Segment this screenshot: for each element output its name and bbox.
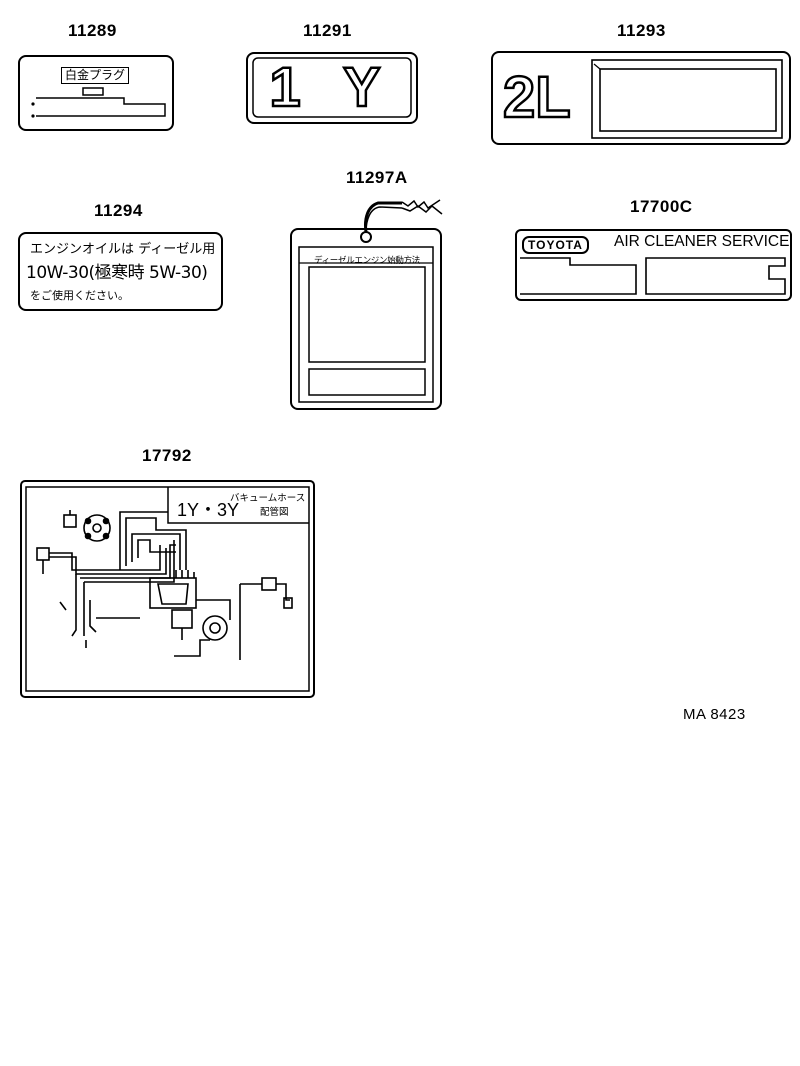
part-number-17792: 17792 [142, 446, 192, 465]
air-cleaner-blank-right [645, 257, 786, 295]
tag-blank-field-lower [308, 368, 426, 396]
tag-11297a: ディーゼルエンジン始動方法 [290, 228, 442, 410]
part-number-11289: 11289 [68, 21, 117, 40]
air-cleaner-blank-left [520, 257, 637, 295]
label-11291: 1 Y [246, 52, 418, 124]
engine-2l-text: 2L [502, 64, 572, 132]
label-17792: 1Y・3Y バキュームホース 配管図 [20, 480, 315, 698]
label-11294: エンジンオイルは ディーゼル用 10W-30(極寒時 5W-30) をご使用くだ… [18, 232, 223, 311]
part-number-11294: 11294 [94, 201, 143, 220]
oil-line-1: エンジンオイルは ディーゼル用 [30, 242, 216, 257]
piping-diagram-title: 配管図 [260, 507, 289, 518]
label-17700c: TOYOTA AIR CLEANER SERVICE [515, 229, 792, 301]
part-number-11291: 11291 [303, 21, 352, 40]
toyota-brand: TOYOTA [522, 236, 589, 254]
plug-small-box [82, 87, 104, 96]
label-11291-inner-border [252, 57, 412, 118]
label-11293: 2L [491, 51, 791, 145]
diagram-title-box [167, 487, 309, 524]
oil-line-2: 10W-30(極寒時 5W-30) [26, 263, 208, 283]
air-cleaner-title: AIR CLEANER SERVICE [614, 233, 790, 250]
part-number-17700c: 17700C [630, 197, 693, 216]
engine-1y-text: 1 Y [268, 54, 395, 119]
vacuum-hose-title: バキュームホース [230, 493, 306, 504]
part-number-11293: 11293 [617, 21, 666, 40]
tag-eyelet [360, 231, 372, 243]
oil-line-3: をご使用ください。 [30, 289, 129, 302]
label-11293-blank-outer [591, 59, 783, 139]
plug-blank-field [36, 97, 166, 117]
vacuum-hose-schematic [36, 510, 293, 660]
engine-1y3y-text: 1Y・3Y [177, 500, 240, 520]
platinum-plug-text: 白金プラグ [61, 67, 130, 84]
diagram-code: MA 8423 [683, 706, 746, 723]
part-number-11297a: 11297A [346, 168, 408, 187]
tag-inner-border [298, 246, 434, 403]
label-11293-blank-inner [599, 68, 777, 132]
label-11289: 白金プラグ [18, 55, 174, 131]
tag-blank-field-upper [308, 266, 426, 363]
diesel-start-title: ディーゼルエンジン始動方法 [314, 256, 421, 266]
